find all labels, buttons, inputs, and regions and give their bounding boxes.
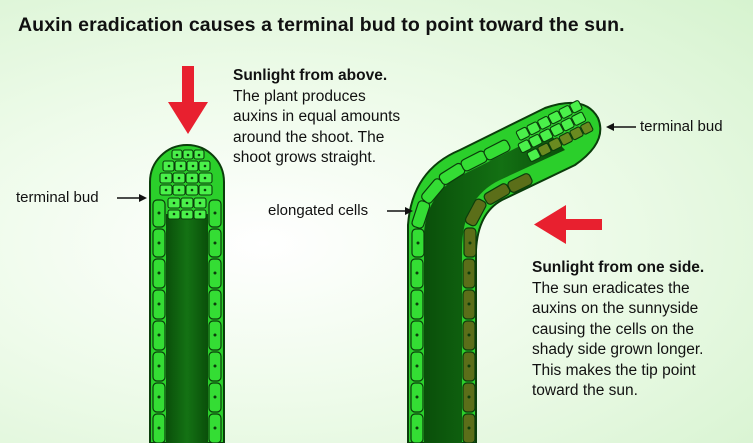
label-pointers [117,123,636,215]
left-shoot [149,144,225,443]
right-body-line: shady side grown longer. [532,341,704,358]
right-terminal-bud-cells [515,100,594,162]
right-body-line: toward the sun. [532,382,638,399]
left-body-line: around the shoot. The [233,128,385,146]
left-heading: Sunlight from above. [233,67,388,84]
label-elongated-cells: elongated cells [268,202,369,219]
sunlight-arrow-above [168,66,208,134]
right-shoot-cells-left [410,139,511,443]
left-shoot-cells-right [208,199,222,443]
left-body-line: auxins in equal amounts [233,108,401,125]
label-terminal-bud-right: terminal bud [640,118,723,135]
right-heading: Sunlight from one side. [532,259,705,276]
left-explanation: Sunlight from above. The plant produces … [233,66,400,169]
left-body-line: The plant produces [233,87,366,105]
left-shoot-cells-left [152,199,166,443]
right-body-line: causing the cells on the [532,320,694,338]
left-body-line: shoot grows straight. [233,149,377,166]
right-body-line: This makes the tip point [532,361,696,379]
right-shoot-cells-right [462,173,533,443]
sunlight-arrow-side [534,205,602,244]
right-body-line: The sun eradicates the [532,279,690,297]
right-shoot [407,100,602,443]
label-terminal-bud-left: terminal bud [16,189,99,206]
diagram-title: Auxin eradication causes a terminal bud … [18,14,625,36]
right-explanation: Sunlight from one side. The sun eradicat… [532,258,704,402]
right-body-line: auxins on the sunnyside [532,300,699,317]
